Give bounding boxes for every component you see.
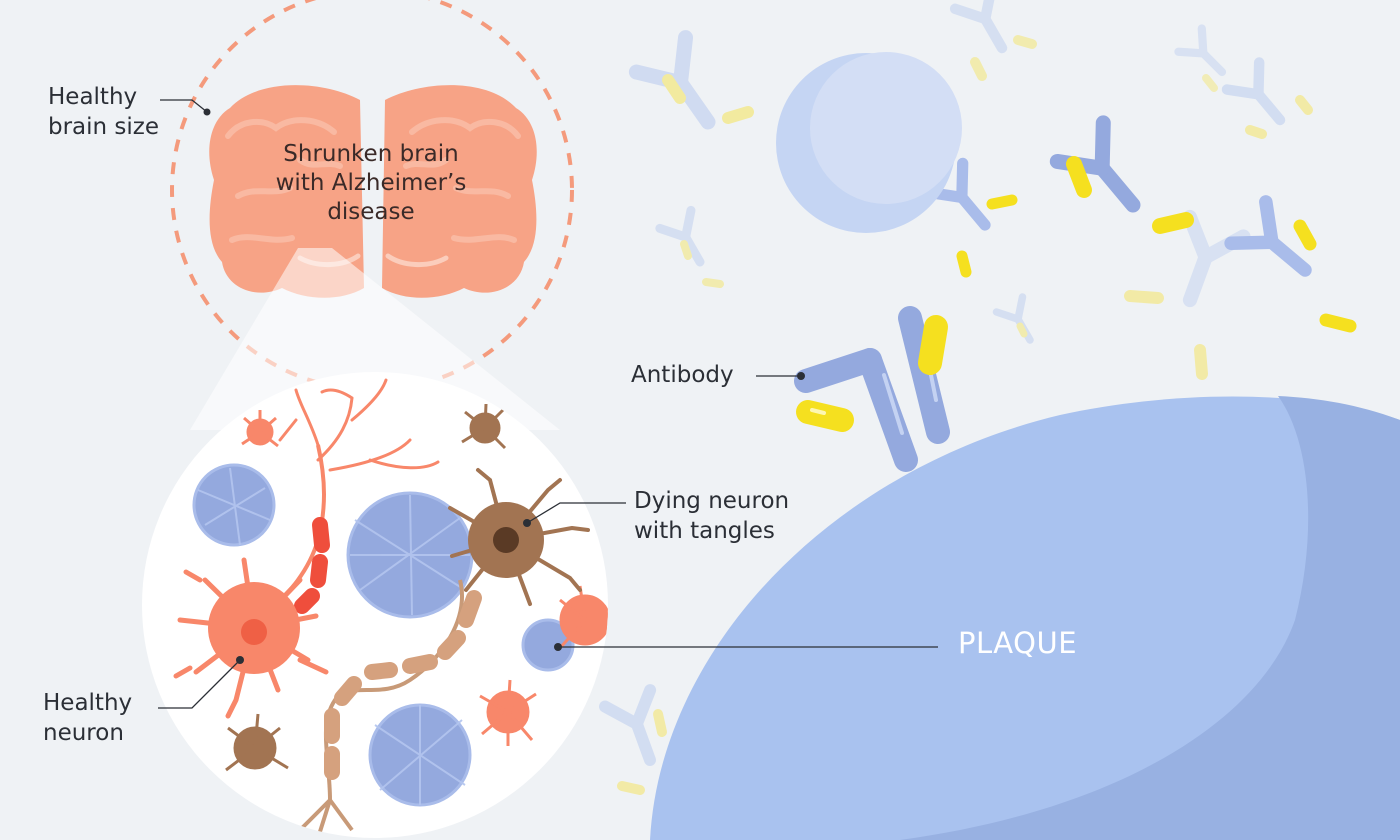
antibody-icon — [605, 690, 673, 795]
label-line: disease — [327, 199, 415, 225]
label-line: with tangles — [634, 518, 775, 544]
antibody-icon — [955, 0, 1037, 81]
antibody-icon — [1124, 217, 1243, 380]
label-plaque: PLAQUE — [958, 626, 1078, 660]
antibody-icon — [1227, 63, 1313, 139]
healthy-neuron-icon — [173, 557, 329, 719]
callout-lines — [158, 99, 938, 709]
label-line: Shrunken brain — [283, 141, 459, 167]
antibody-icon — [1231, 202, 1357, 333]
label-line: with Alzheimer’s — [275, 170, 467, 196]
label-line: brain size — [48, 114, 160, 140]
label-line: Healthy — [43, 690, 133, 716]
antibody-icon — [928, 163, 1018, 278]
label-line: neuron — [43, 720, 124, 746]
sphere-cell-icon — [776, 52, 962, 233]
label-antibody: Antibody — [631, 360, 734, 390]
plaque-icon — [650, 396, 1400, 840]
antibody-icon — [1178, 28, 1233, 92]
label-healthy-neuron: Healthy neuron — [43, 688, 132, 748]
antibody-icon — [997, 297, 1043, 348]
brain-icon — [170, 0, 574, 392]
antibody-icon — [660, 210, 724, 288]
small-cell-icon — [241, 410, 608, 746]
antibody-icon-main — [794, 306, 950, 472]
label-line: Antibody — [631, 362, 734, 388]
antibody-icon — [636, 38, 754, 140]
label-line: Healthy — [48, 84, 138, 110]
label-healthy-brain-size: Healthy brain size — [48, 82, 159, 142]
zoom-beam — [190, 248, 560, 430]
label-dying-neuron: Dying neuron with tangles — [634, 486, 789, 546]
background-antibodies — [605, 0, 1357, 795]
antibody-icon — [1057, 123, 1194, 234]
label-line: Dying neuron — [634, 488, 790, 514]
callout-dots — [203, 108, 805, 664]
label-shrunken-brain: Shrunken brain with Alzheimer’s disease — [236, 140, 506, 227]
small-dying-cell-icon — [225, 403, 507, 772]
magnified-tissue — [142, 372, 608, 838]
